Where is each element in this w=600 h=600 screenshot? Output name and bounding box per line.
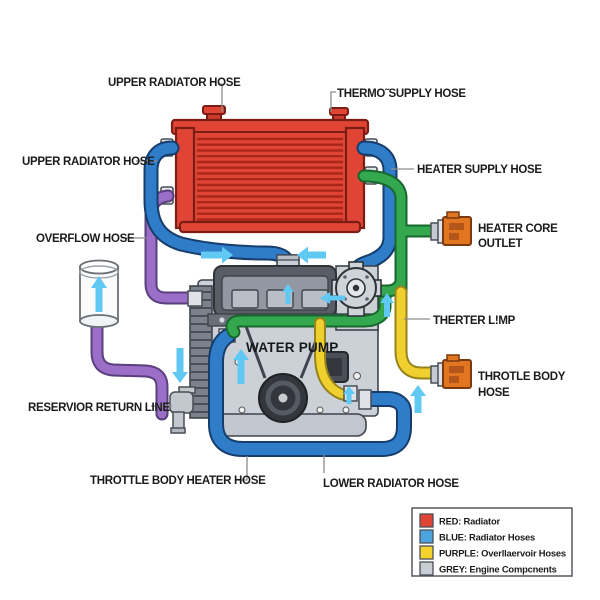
legend-label-grey: GREY: Engine Compcnents bbox=[439, 564, 557, 575]
flow-arrow-right bbox=[201, 246, 233, 264]
flow-arrows bbox=[172, 246, 426, 413]
radiator-bottom-header bbox=[178, 220, 362, 234]
label-throttle-body-heater-hose: THROTTLE BODY HEATER HOSE bbox=[90, 475, 266, 487]
flow-arrow-left bbox=[297, 246, 326, 264]
throttle-body-hose-yellow bbox=[394, 285, 443, 380]
flow-arrow-up-reservoir bbox=[91, 276, 107, 312]
engine-valve-cover bbox=[213, 265, 337, 317]
legend-label-red: RED: Radiator bbox=[439, 516, 500, 527]
label-lower-radiator-hose: LOWER RADIATOR HOSE bbox=[323, 478, 459, 490]
engine-heater-pipe-green bbox=[225, 290, 392, 339]
radiator-filler-cap-left bbox=[202, 105, 226, 123]
flow-arrow-up-engine-interior bbox=[343, 386, 355, 404]
radiator-tank-left bbox=[174, 126, 196, 230]
label-heater-core-outlet-line1: HEATER CORE bbox=[478, 223, 558, 235]
label-throttle-body-hose-line2: HOSE bbox=[478, 387, 510, 399]
label-heater-supply-hose: HEATER SUPPLY HOSE bbox=[417, 164, 542, 176]
label-reservior-return-line: RESERVIOR RETURN LINE bbox=[28, 402, 170, 414]
engine-pulley bbox=[258, 373, 308, 423]
labels: UPPER RADIATOR HOSE THERMO˜SUPPLY HOSE U… bbox=[22, 77, 566, 490]
radiator bbox=[160, 105, 378, 234]
label-upper-radiator-hose-top: UPPER RADIATOR HOSE bbox=[108, 77, 241, 89]
label-thermo-supply-hose: THERMO˜SUPPLY HOSE bbox=[337, 88, 466, 100]
label-water-pump: WATER PUMP bbox=[246, 340, 339, 355]
reservoir-return-line-hose bbox=[90, 317, 169, 421]
radiator-fins bbox=[197, 137, 343, 221]
label-upper-radiator-hose-left: UPPER RADIATOR HOSE bbox=[22, 156, 155, 168]
heater-core-outlet-connector bbox=[430, 211, 472, 246]
legend: RED: Radiator BLUE: Radiator Hoses PURPL… bbox=[411, 507, 573, 577]
flow-arrow-up-engine-left bbox=[233, 349, 249, 384]
flow-arrow-down-left bbox=[172, 348, 188, 383]
legend-box bbox=[411, 507, 573, 577]
legend-swatch-grey bbox=[419, 561, 434, 576]
overflow-reservoir bbox=[79, 259, 119, 328]
overflow-hose bbox=[144, 189, 201, 305]
flow-arrow-up-right-gap bbox=[380, 293, 394, 317]
throttle-body-connector bbox=[430, 354, 472, 389]
flow-arrow-up-bottom-right bbox=[410, 385, 426, 413]
flow-arrow-up-valve-cover bbox=[282, 284, 294, 304]
lower-radiator-hose-blue bbox=[208, 328, 412, 457]
drain-elbow-fitting bbox=[169, 386, 196, 434]
legend-swatch-blue bbox=[419, 529, 434, 544]
legend-swatch-purple bbox=[419, 545, 434, 560]
leader-lines bbox=[121, 83, 430, 481]
legend-label-purple: PURPLE: Overllaervoir Hoses bbox=[439, 548, 566, 559]
legend-label-blue: BLUE: Radiator Hoses bbox=[439, 532, 535, 543]
overflow-hose-fitting bbox=[187, 290, 203, 307]
label-heater-core-outlet-line2: OUTLET bbox=[478, 238, 522, 250]
label-therter-limp: THERTER L!MP bbox=[433, 315, 516, 327]
label-throttle-body-hose-line1: THROTLE BODY bbox=[478, 371, 566, 383]
legend-swatch-red bbox=[419, 513, 434, 528]
thermostat-housing bbox=[331, 261, 382, 317]
lower-hose-right-fitting bbox=[358, 389, 372, 410]
heater-supply-hose-green bbox=[357, 169, 443, 298]
label-overflow-hose: OVERFLOW HOSE bbox=[36, 233, 135, 245]
flow-arrow-left-valve-cover bbox=[320, 292, 345, 304]
